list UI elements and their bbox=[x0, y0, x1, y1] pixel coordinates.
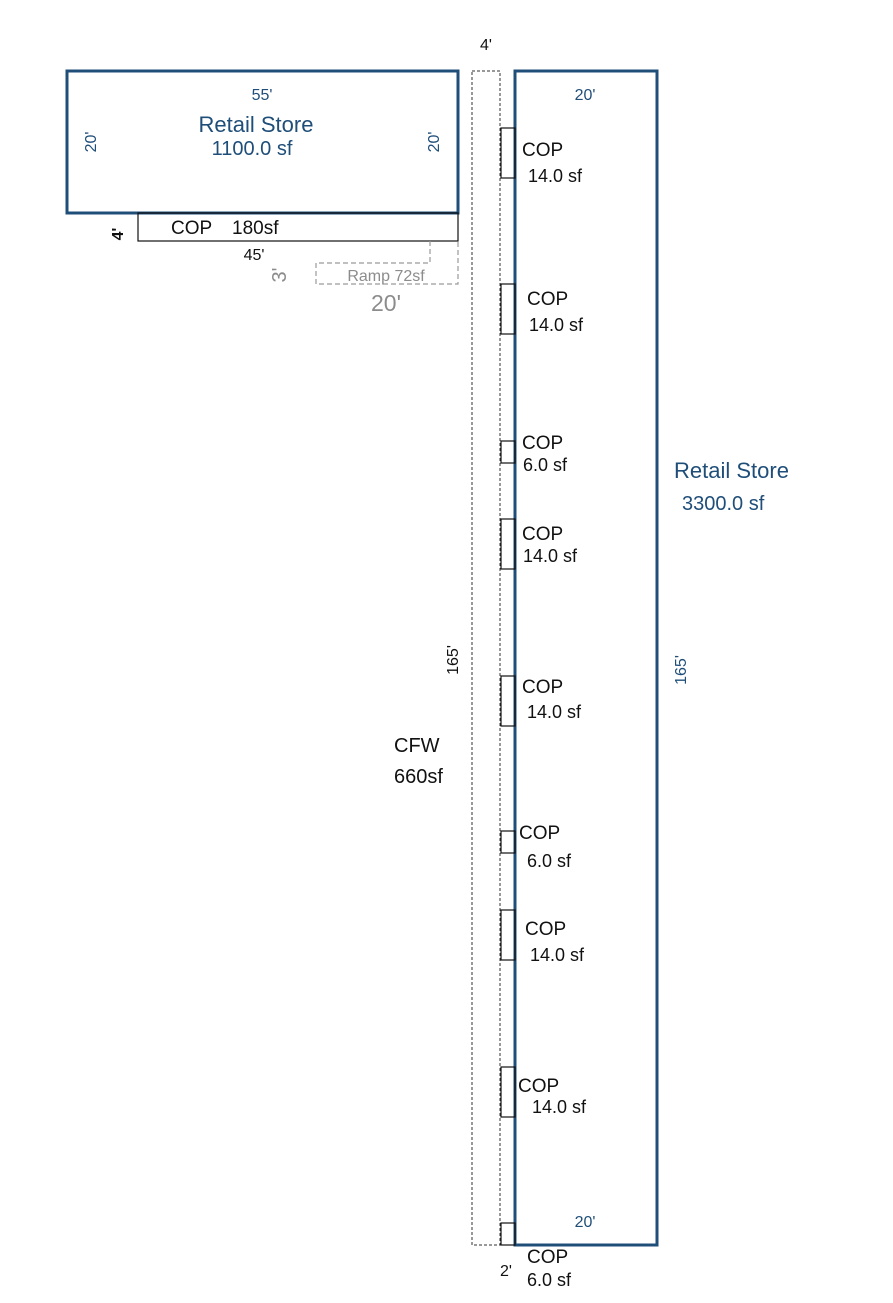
cop-strip-label: COP bbox=[171, 218, 212, 239]
ramp-depth-label: 3' bbox=[269, 268, 291, 283]
cop-pad-4 bbox=[500, 518, 516, 570]
large-store-outline bbox=[513, 69, 659, 1247]
cop-pad-8 bbox=[500, 1066, 516, 1118]
cop-pad-9 bbox=[500, 1222, 516, 1246]
cop-pad-8-area: 14.0 sf bbox=[532, 1097, 587, 1117]
cop-pad-5-label: COP bbox=[522, 677, 563, 698]
cop-pad-9-area: 6.0 sf bbox=[527, 1270, 572, 1290]
ramp-outline bbox=[315, 241, 459, 285]
small-store-left-side-label: 20' bbox=[83, 132, 100, 153]
cop-pad-8-label: COP bbox=[518, 1076, 559, 1097]
cop-pad-7-label: COP bbox=[525, 919, 566, 940]
cfw-length-label: 165' bbox=[445, 645, 462, 675]
cfw-strip-outline bbox=[471, 70, 501, 1246]
cfw-top-label: 4' bbox=[480, 37, 492, 54]
cop-pad-9-label: COP bbox=[527, 1247, 568, 1268]
cop-pad-4-label: COP bbox=[522, 524, 563, 545]
cfw-area: 660sf bbox=[394, 766, 443, 788]
cop-pad-3-area: 6.0 sf bbox=[523, 455, 568, 475]
cop-pad-6-label: COP bbox=[519, 823, 560, 844]
cop-pad-1-label: COP bbox=[522, 140, 563, 161]
cop-pad-3-label: COP bbox=[522, 433, 563, 454]
cop-pad-5 bbox=[500, 675, 516, 727]
large-store-title: Retail Store bbox=[674, 458, 789, 483]
cfw-label: CFW bbox=[394, 735, 440, 757]
small-store-right-side-label: 20' bbox=[426, 132, 443, 153]
cop-pad-7 bbox=[500, 909, 516, 961]
cop-pad-9-width-label: 2' bbox=[500, 1263, 512, 1280]
ramp-length-label: 20' bbox=[371, 290, 401, 316]
cop-pad-4-area: 14.0 sf bbox=[523, 546, 578, 566]
cop-pad-6-area: 6.0 sf bbox=[527, 851, 572, 871]
cop-pad-1-area: 14.0 sf bbox=[528, 166, 583, 186]
cop-pad-2-area: 14.0 sf bbox=[529, 315, 584, 335]
cop-strip-outline bbox=[137, 212, 459, 242]
cop-strip-area: 180sf bbox=[232, 218, 279, 239]
large-store-side-label: 165' bbox=[673, 655, 690, 685]
small-store-area: 1100.0 sf bbox=[212, 138, 293, 160]
cop-pad-1 bbox=[500, 127, 516, 179]
large-store-top-label: 20' bbox=[575, 87, 596, 104]
small-store-width-label: 55' bbox=[252, 87, 273, 104]
cop-pad-2-label: COP bbox=[527, 289, 568, 310]
cop-pad-5-area: 14.0 sf bbox=[527, 702, 582, 722]
cop-pad-3 bbox=[500, 440, 516, 464]
small-store-title: Retail Store bbox=[199, 112, 314, 137]
cop-strip-length-label: 45' bbox=[244, 247, 265, 264]
ramp-label: Ramp 72sf bbox=[347, 268, 425, 285]
cop-pad-6 bbox=[500, 830, 516, 854]
cop-pad-7-area: 14.0 sf bbox=[530, 945, 585, 965]
cop-strip-depth-label: 4' bbox=[110, 228, 127, 241]
cop-pad-2 bbox=[500, 283, 516, 335]
large-store-bottom-label: 20' bbox=[575, 1214, 596, 1231]
large-store-area: 3300.0 sf bbox=[682, 493, 765, 515]
